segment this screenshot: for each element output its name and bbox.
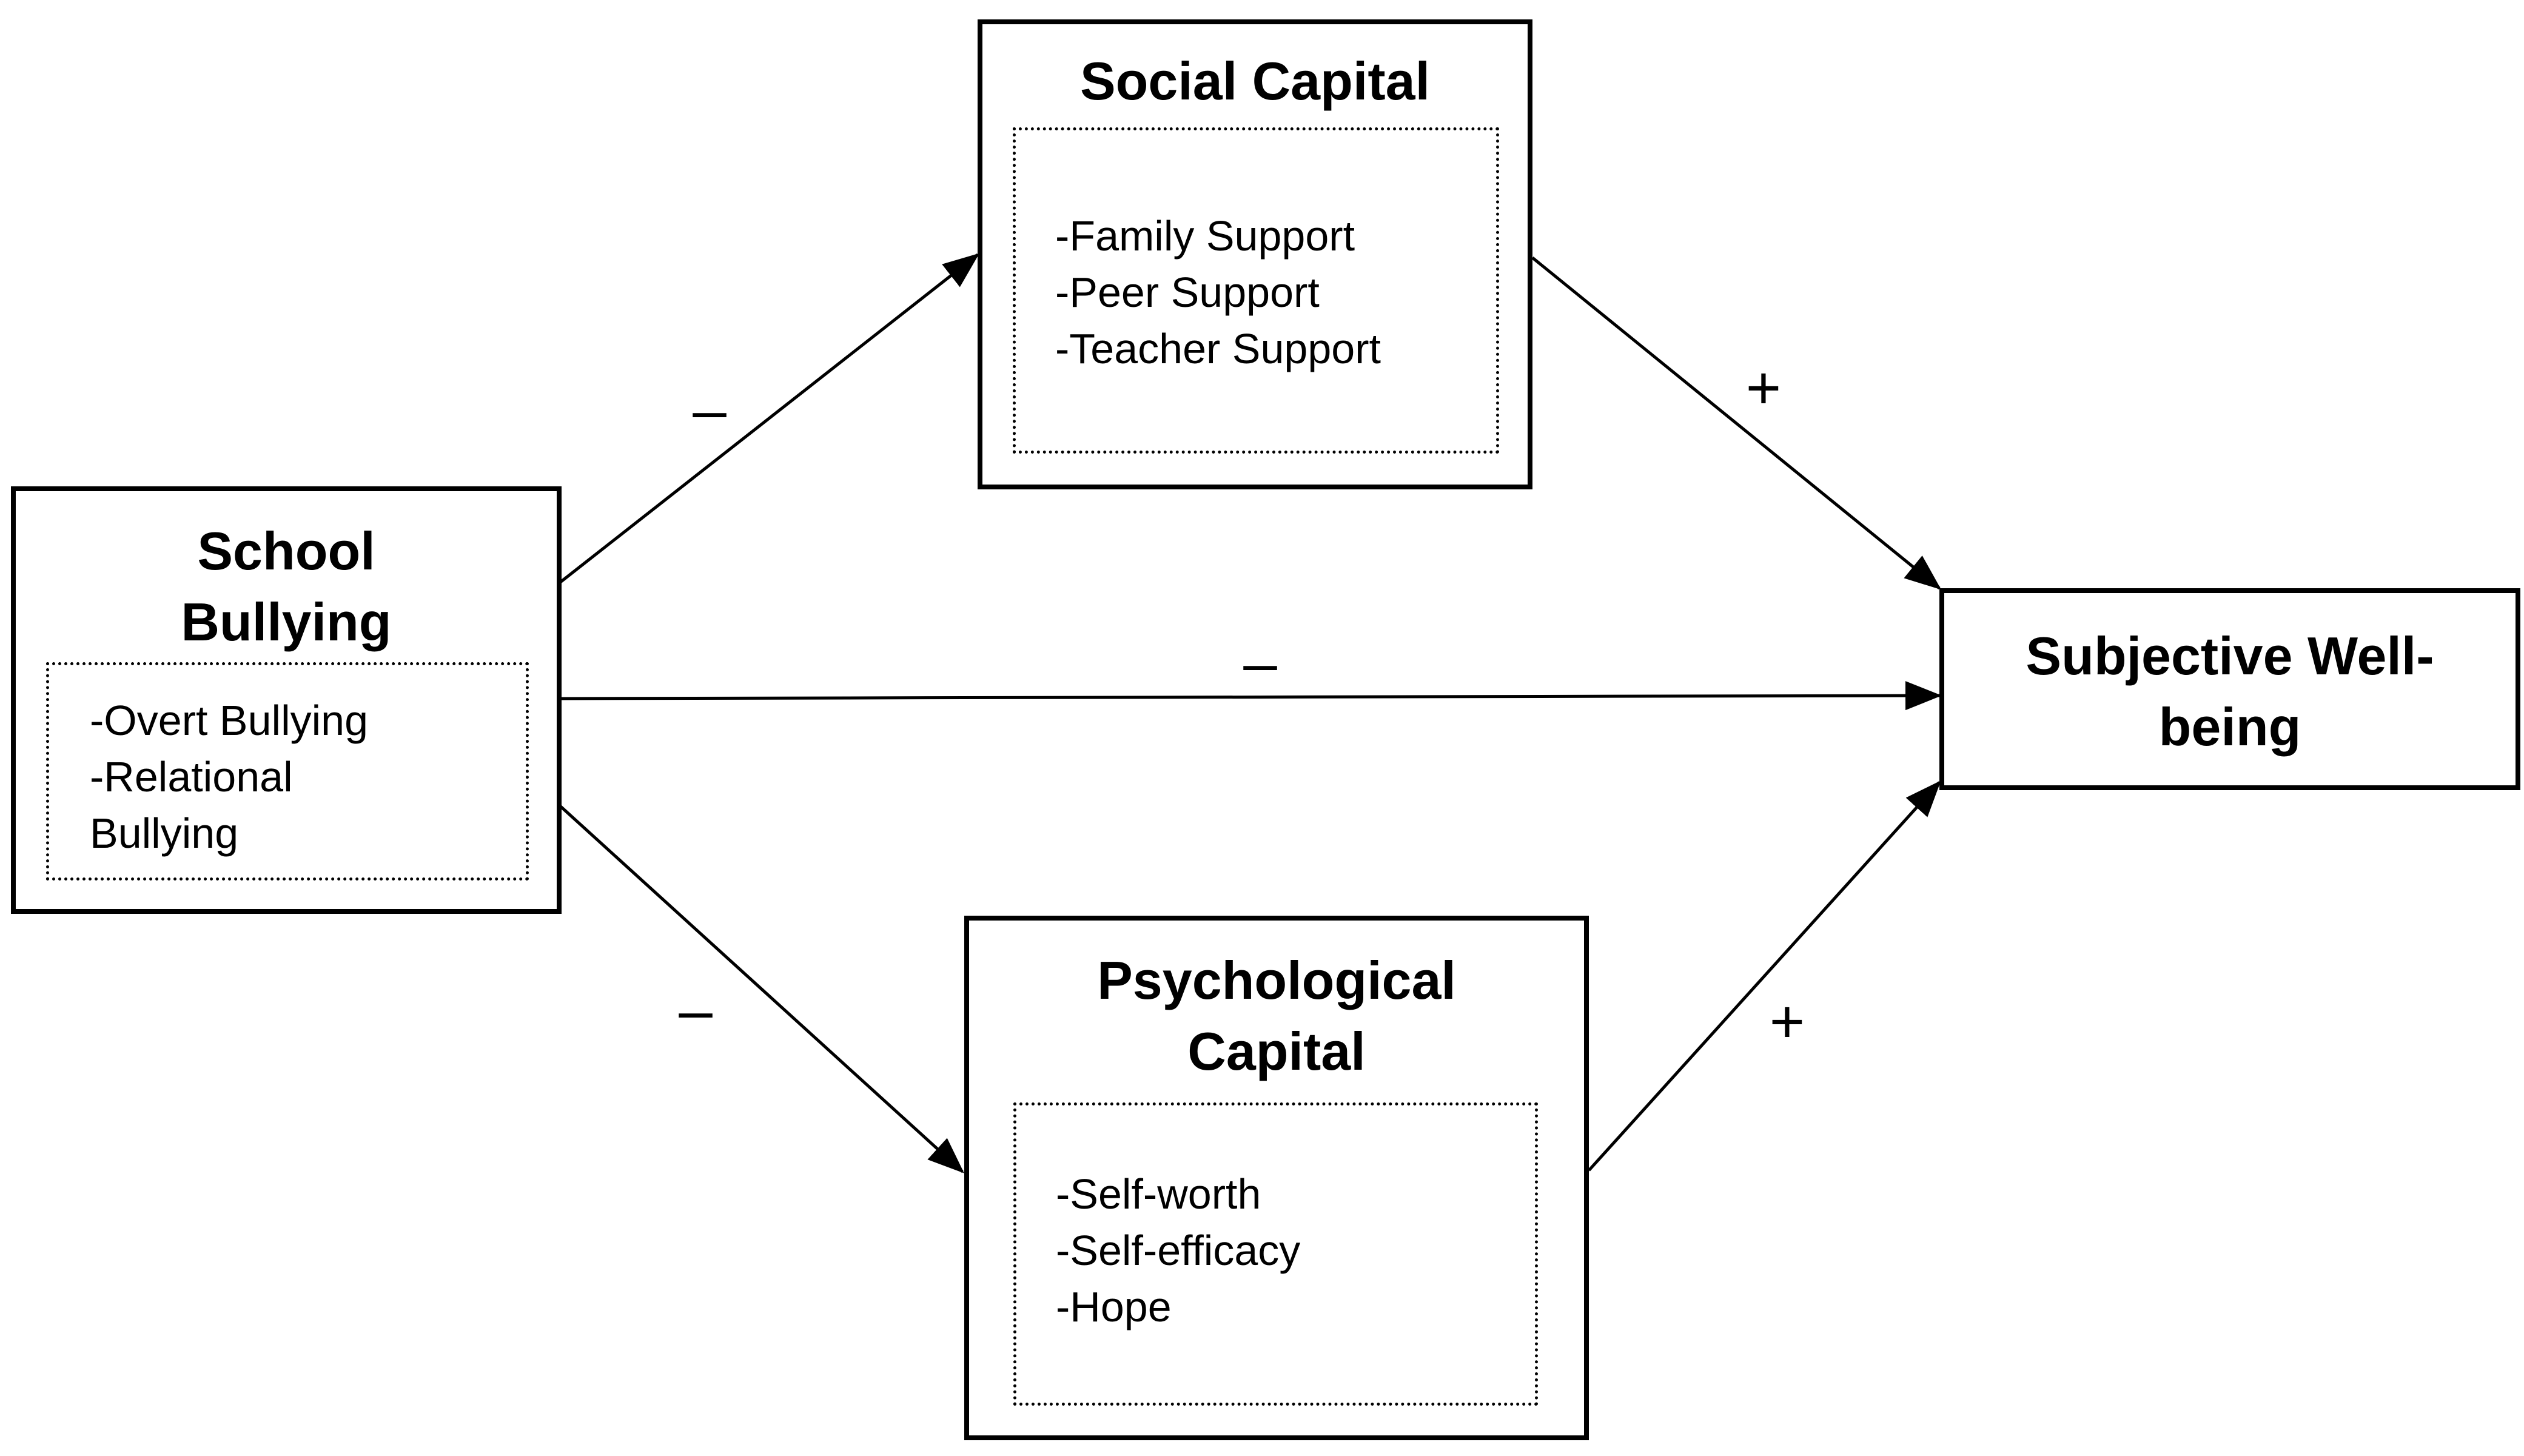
school-bullying-box: School Bullying -Overt Bullying -Relatio… (11, 486, 562, 914)
psychological-capital-item: -Self-worth (1056, 1170, 1261, 1218)
subjective-wellbeing-title: Subjective Well- being (2026, 626, 2434, 757)
school-bullying-items-box: -Overt Bullying -Relational Bullying (46, 662, 529, 881)
psychological-capital-box: Psychological Capital -Self-worth -Self-… (964, 916, 1589, 1440)
sign-social-capital-to-wellbeing: + (1745, 354, 1782, 422)
sign-psychological-capital-to-wellbeing: + (1769, 988, 1805, 1056)
subjective-wellbeing-box: Subjective Well- being (1939, 588, 2520, 790)
psychological-capital-item: -Hope (1056, 1283, 1172, 1330)
school-bullying-item: -Relational Bullying (90, 753, 293, 857)
social-capital-item: -Family Support (1055, 212, 1355, 260)
social-capital-items-box: -Family Support -Peer Support -Teacher S… (1013, 127, 1499, 454)
arrow-bullying-to-social-capital (559, 253, 980, 583)
school-bullying-item: -Overt Bullying (90, 697, 369, 744)
social-capital-box: Social Capital -Family Support -Peer Sup… (978, 19, 1532, 489)
social-capital-item: -Teacher Support (1055, 325, 1381, 372)
social-capital-title: Social Capital (1079, 51, 1431, 111)
sign-bullying-to-wellbeing: – (1243, 629, 1277, 697)
arrow-social-capital-to-wellbeing (1531, 257, 1942, 590)
psychological-capital-title: Psychological Capital (1097, 950, 1456, 1081)
school-bullying-title: School Bullying (181, 521, 392, 652)
arrow-bullying-to-psychological-capital (555, 802, 964, 1173)
sign-bullying-to-social-capital: – (693, 376, 727, 444)
social-capital-item: -Peer Support (1055, 269, 1320, 316)
sign-bullying-to-psychological-capital: – (679, 976, 713, 1044)
psychological-capital-item: -Self-efficacy (1056, 1227, 1301, 1274)
arrow-bullying-to-wellbeing (560, 681, 1942, 711)
arrow-psychological-capital-to-wellbeing (1588, 780, 1941, 1172)
psychological-capital-items-box: -Self-worth -Self-efficacy -Hope (1013, 1102, 1538, 1406)
